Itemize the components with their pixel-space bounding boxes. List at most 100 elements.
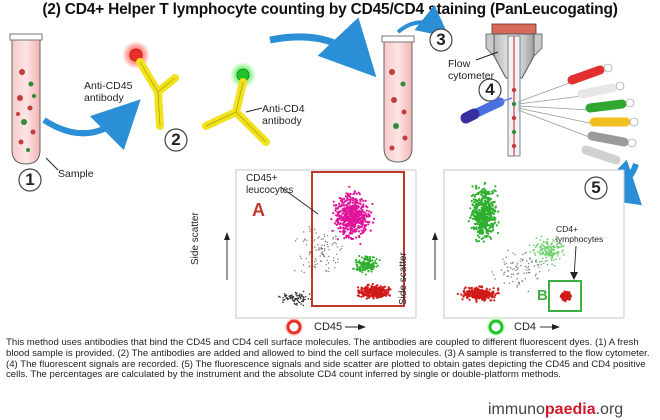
step-2-circle [164,128,188,152]
scatter-dot [354,220,357,223]
scatter-dot [347,219,350,222]
scatter-dot [478,212,481,215]
scatter-dot [352,218,355,221]
scatter-dot [308,261,310,264]
scatter-dot [567,291,570,294]
scatter-dot [460,293,463,296]
scatter-dot [472,210,475,213]
scatter-dot [484,213,487,216]
scatter-dot [367,291,370,294]
scatter-dot [331,229,334,232]
scatter-dot [352,196,355,200]
scatter-dot [550,243,553,246]
scatter-dot [371,291,374,294]
scatter-dot [359,200,362,203]
scatter-dot [348,217,351,220]
scatter-dot [477,219,480,223]
scatter-dot [540,260,543,263]
scatter-dot [356,268,359,271]
scatter-dot [289,294,291,297]
scatter-dot [340,219,343,222]
scatter-dot [305,257,307,260]
scatter-dot [475,298,478,301]
scatter-dot [517,267,519,269]
scatter-dot [470,227,473,230]
scatter-dot [488,288,491,291]
scatter-dot [556,251,559,254]
scatter-dot [389,288,392,291]
scatter-dot [323,235,326,238]
scatter-dot [541,243,543,246]
scatter-dot [497,221,500,224]
scatter-dot [476,222,479,225]
step-3-circle [429,28,453,52]
scatter-dot [479,285,482,288]
scatter-dot [326,259,328,262]
scatter-dot [302,264,305,266]
scatter-dot [345,236,348,239]
scatter-dot [377,287,380,290]
scatter-dot [551,248,554,251]
scatter-dot [314,266,316,268]
scatter-dot [528,268,530,271]
scatter-dot [536,250,539,253]
scatter-dot [314,258,317,260]
anti-cd4-label: Anti-CD4 antibody [262,103,305,127]
scatter-dot [519,260,521,263]
scatter-dot [352,230,356,233]
scatter-dot [296,299,299,302]
scatter-dot [357,226,360,229]
scatter-dot [360,256,363,259]
scatter-dot [314,263,316,266]
scatter-dot [302,297,305,299]
scatter-dot [540,263,543,266]
scatter-dot [328,255,330,258]
scatter-dot [343,230,346,233]
scatter-dot [567,298,570,301]
scatter-dot [359,221,362,224]
scatter-dot [511,262,514,264]
scatter-dot [324,270,327,272]
scatter-dot [385,294,388,297]
scatter-dot [320,247,322,249]
scatter-dot [475,238,478,241]
scatter-dot [297,294,300,297]
scatter-dot [374,259,377,262]
scatter-dot [373,292,376,296]
scatter-dot [492,229,495,232]
scatter-dot [362,213,365,216]
scatter-dot [379,286,382,289]
scatter-dot [365,261,368,264]
scatter-dot [533,252,536,255]
scatter-dot [486,197,489,200]
scatter-dot [491,293,495,296]
scatter-dot [493,200,496,203]
scatter-dot [323,233,325,235]
scatter-dot [334,204,337,207]
scatter-dot [362,211,365,214]
scatter-dot [368,288,371,291]
step-1-circle [18,168,42,192]
scatter-dot [358,260,361,263]
scatter-dot [337,227,340,230]
scatter-dot [282,296,284,299]
anti-cd45-label: Anti-CD45 antibody [84,80,133,104]
scatter-dot [349,221,352,225]
scatter-dot [346,204,349,207]
scatter-dot [512,280,514,283]
scatter-dot [360,225,363,228]
scatter-dot [507,249,509,252]
scatter-dot [294,240,297,242]
scatter-dot [480,193,483,196]
scatter-dot [541,257,544,260]
scatter-dot [362,199,365,202]
scatter-dot [342,226,345,229]
scatter-dot [482,219,485,222]
scatter-dot [491,271,493,273]
scatter-dot [483,187,486,190]
scatter-dot [546,238,549,241]
scatter-dot [517,272,520,274]
scatter-dot [304,298,307,301]
scatter-dot [382,289,386,292]
scatter-dot [484,209,487,213]
